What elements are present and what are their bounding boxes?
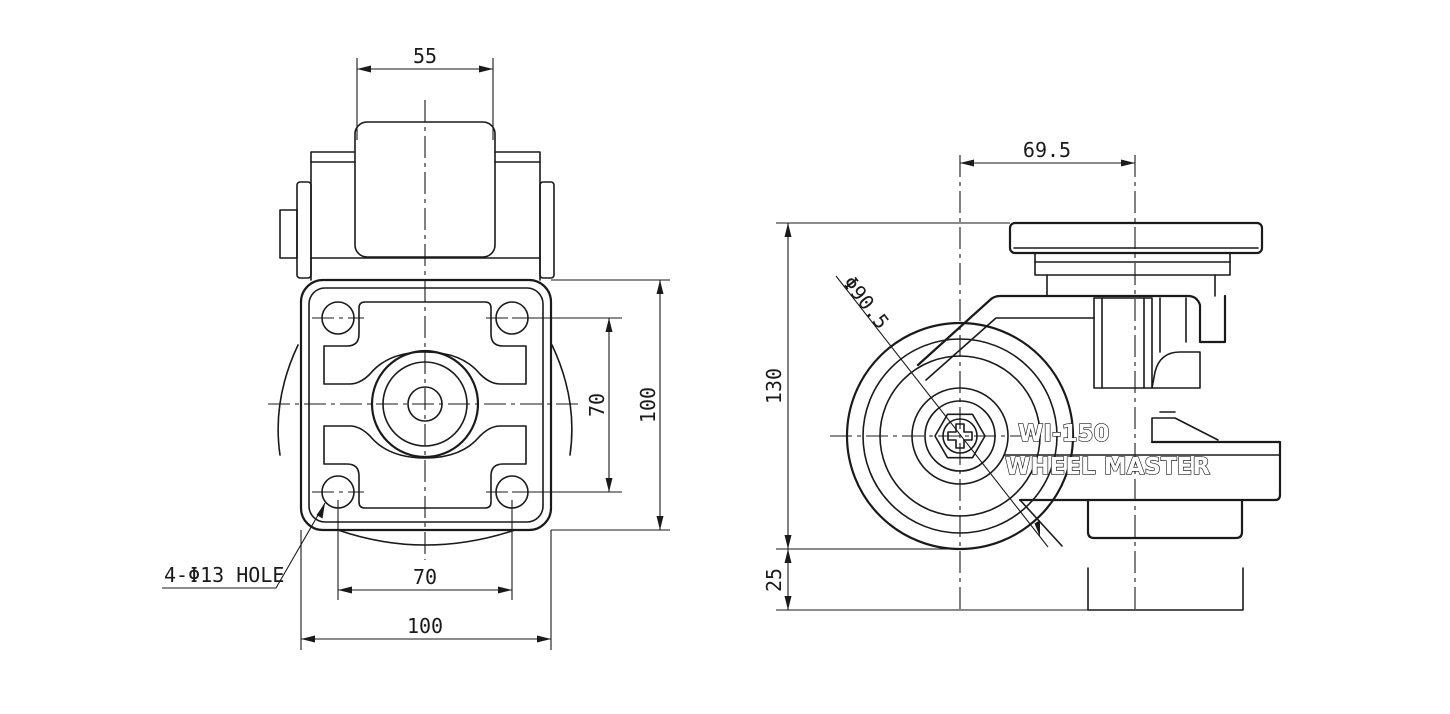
front-wheel-bottom xyxy=(337,529,516,546)
dim-front-plate-height: 100 xyxy=(636,387,660,423)
dim-front-bolt-horizontal: 70 xyxy=(413,565,437,589)
front-wheel-left-bulge xyxy=(277,344,299,456)
side-housing-fillet xyxy=(1151,351,1201,389)
embossed-labels: WI-150 WHEEL MASTER xyxy=(1004,420,1211,480)
side-shaft-upper xyxy=(1093,297,1153,389)
side-view xyxy=(830,155,1282,612)
front-right-ear xyxy=(494,151,541,281)
dim-front-bolt-vertical: 70 xyxy=(585,393,609,417)
front-wheel-right-bulge xyxy=(551,344,573,456)
front-base-plate-inner xyxy=(308,287,544,523)
front-view xyxy=(268,100,582,560)
hole-note: 4-Φ13 HOLE xyxy=(164,563,284,587)
side-housing-step xyxy=(1151,417,1219,443)
dim-wheel-diameter: Φ90.5 xyxy=(838,271,894,333)
side-housing-top-inner xyxy=(925,317,1095,381)
side-foot xyxy=(1086,498,1244,540)
side-housing-top xyxy=(916,294,1227,367)
dim-front-top-width: 55 xyxy=(413,44,437,68)
front-dimensions: 55 70 100 70 100 4-Φ13 HOLE xyxy=(162,44,670,650)
side-axle-nut xyxy=(934,413,986,459)
front-base-plate xyxy=(299,278,553,532)
front-left-side-pad xyxy=(296,181,312,279)
side-dimensions: 69.5 Φ90.5 130 25 xyxy=(762,138,1135,611)
side-housing-base xyxy=(1018,440,1282,502)
dim-front-plate-width: 100 xyxy=(407,614,443,638)
model-label: WI-150 xyxy=(1018,421,1109,447)
brand-label: WHEEL MASTER xyxy=(1005,454,1210,480)
side-axle-cross xyxy=(947,423,973,449)
dim-side-offset: 69.5 xyxy=(1023,138,1071,162)
dim-side-lift: 25 xyxy=(762,568,786,592)
front-adjust-knob xyxy=(279,209,298,259)
dim-side-height: 130 xyxy=(762,368,786,404)
side-plate-neck xyxy=(1034,252,1231,276)
front-right-side-pad xyxy=(539,181,555,279)
side-foot-extended xyxy=(1087,567,1244,611)
side-housing-lower-edge xyxy=(1019,499,1063,547)
front-left-ear xyxy=(310,151,356,281)
